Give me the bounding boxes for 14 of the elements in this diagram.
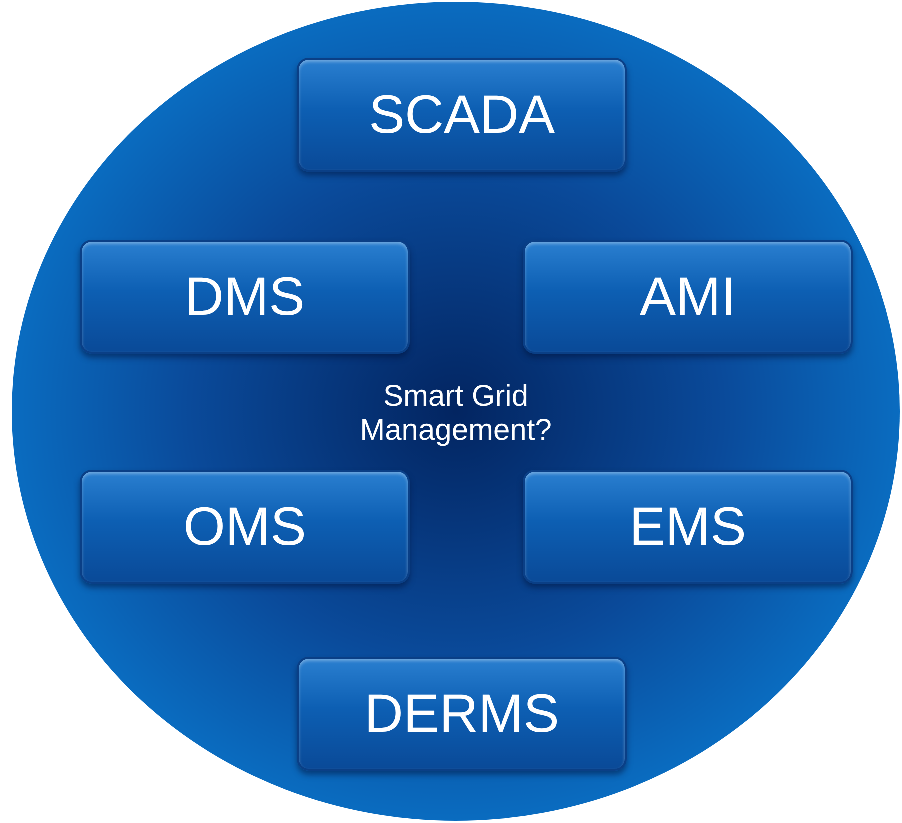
system-box bbox=[297, 657, 627, 771]
system-box bbox=[297, 58, 627, 172]
system-box bbox=[80, 470, 410, 584]
box-label: EMS bbox=[629, 496, 747, 558]
center-label: Smart Grid Management? bbox=[359, 380, 553, 448]
box-label: AMI bbox=[640, 266, 736, 328]
circle-boundary bbox=[10, 0, 902, 823]
system-box bbox=[523, 470, 853, 584]
box-label: SCADA bbox=[368, 84, 556, 146]
system-box bbox=[80, 240, 410, 354]
system-box bbox=[523, 240, 853, 354]
box-label: DERMS bbox=[364, 683, 560, 745]
box-label: DMS bbox=[185, 266, 305, 328]
box-label: OMS bbox=[183, 496, 306, 558]
